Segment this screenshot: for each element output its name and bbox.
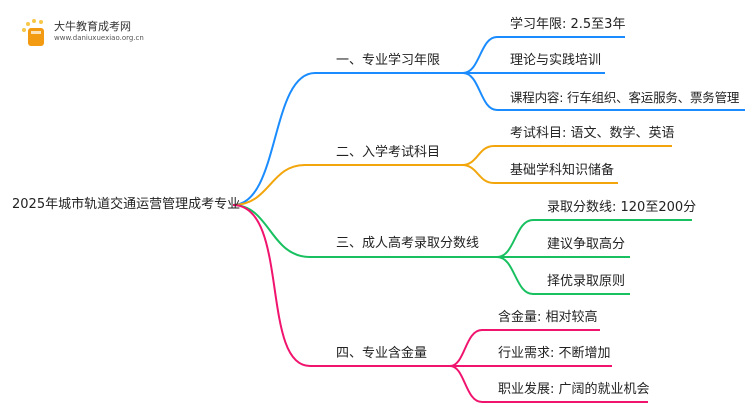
leaf-node: 基础学科知识储备 xyxy=(510,163,615,178)
leaf-node: 职业发展: 广阔的就业机会 xyxy=(498,382,650,397)
branch-label: 四、专业含金量 xyxy=(336,346,428,361)
leaf-node: 含金量: 相对较高 xyxy=(498,310,598,325)
leaf-node: 行业需求: 不断增加 xyxy=(498,346,611,361)
leaf-node: 课程内容: 行车组织、客运服务、票务管理 xyxy=(510,90,740,105)
logo-title: 大牛教育成考网 xyxy=(54,20,131,33)
branch-2-lines xyxy=(232,145,672,206)
branch-label: 一、专业学习年限 xyxy=(336,53,441,68)
leaf-node: 择优录取原则 xyxy=(547,274,626,289)
leaf-node: 学习年限: 2.5至3年 xyxy=(510,17,626,32)
logo-url: www.daniuxuexiao.org.cn xyxy=(54,34,144,42)
logo: 大牛教育成考网 www.daniuxuexiao.org.cn xyxy=(20,18,170,48)
book-logo-icon xyxy=(22,19,44,46)
leaf-node: 考试科目: 语文、数学、英语 xyxy=(510,126,675,141)
root-node: 2025年城市轨道交通运营管理成考专业 xyxy=(12,197,241,212)
leaf-node: 建议争取高分 xyxy=(547,237,626,252)
branch-label: 二、入学考试科目 xyxy=(336,145,441,160)
leaf-node: 录取分数线: 120至200分 xyxy=(547,200,697,215)
leaf-node: 理论与实践培训 xyxy=(510,53,602,68)
branch-4-lines xyxy=(232,204,648,403)
branch-1-lines xyxy=(232,36,745,206)
branch-label: 三、成人高考录取分数线 xyxy=(336,236,480,251)
